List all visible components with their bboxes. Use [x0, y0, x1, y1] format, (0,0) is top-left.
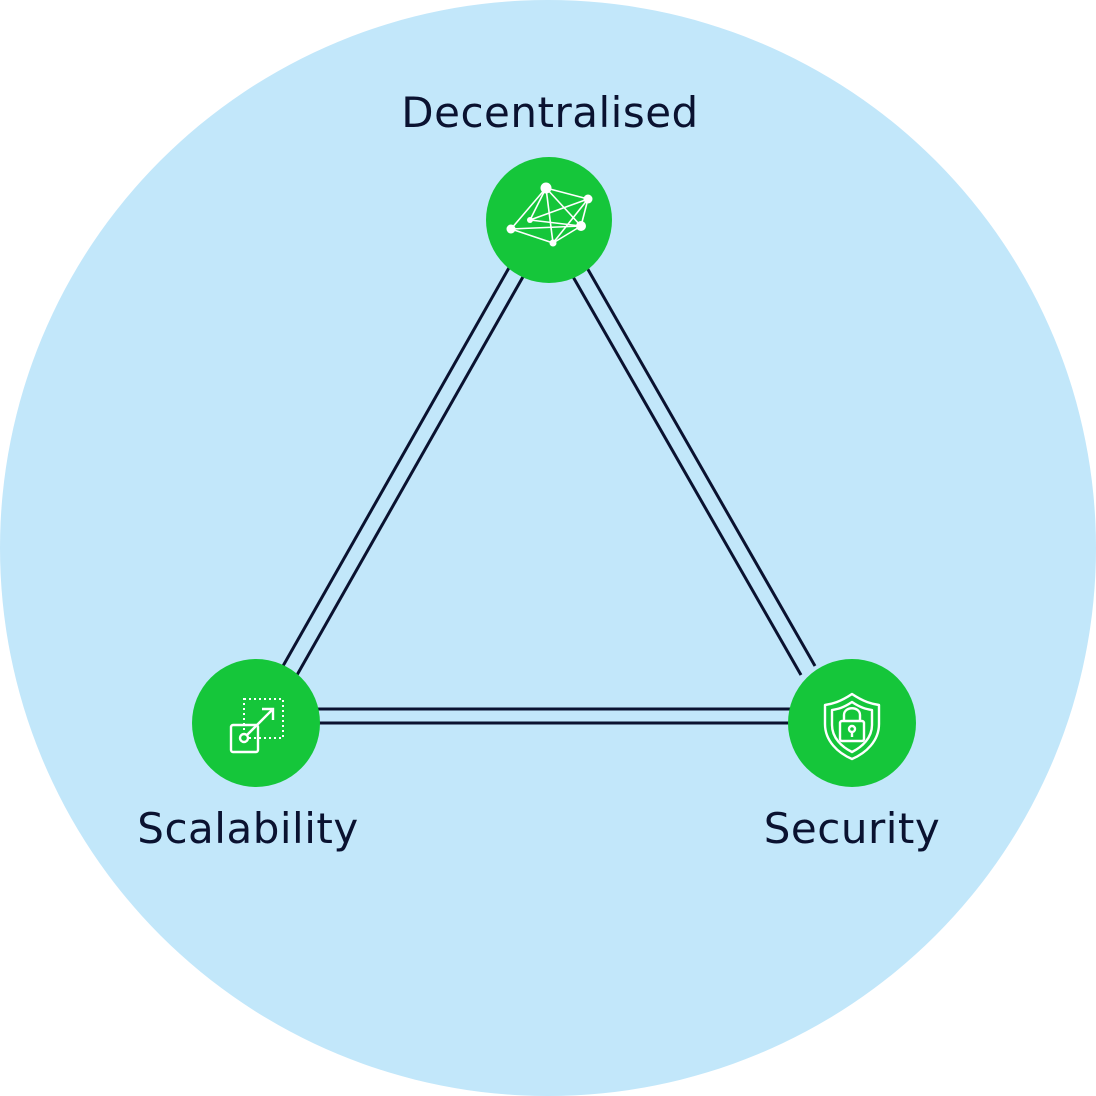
label-scalability: Scalability: [137, 804, 359, 853]
edge-scalability-security: [316, 707, 792, 725]
edge-decentralised-scalability: [281, 265, 526, 676]
scale-up-icon: [229, 698, 284, 754]
node-security: [788, 659, 916, 787]
shield-lock-icon: [823, 692, 881, 761]
node-scalability: [192, 659, 320, 787]
label-security: Security: [763, 804, 941, 853]
node-decentralised: [486, 157, 612, 283]
edge-decentralised-security: [570, 265, 817, 676]
label-decentralised: Decentralised: [401, 88, 699, 137]
